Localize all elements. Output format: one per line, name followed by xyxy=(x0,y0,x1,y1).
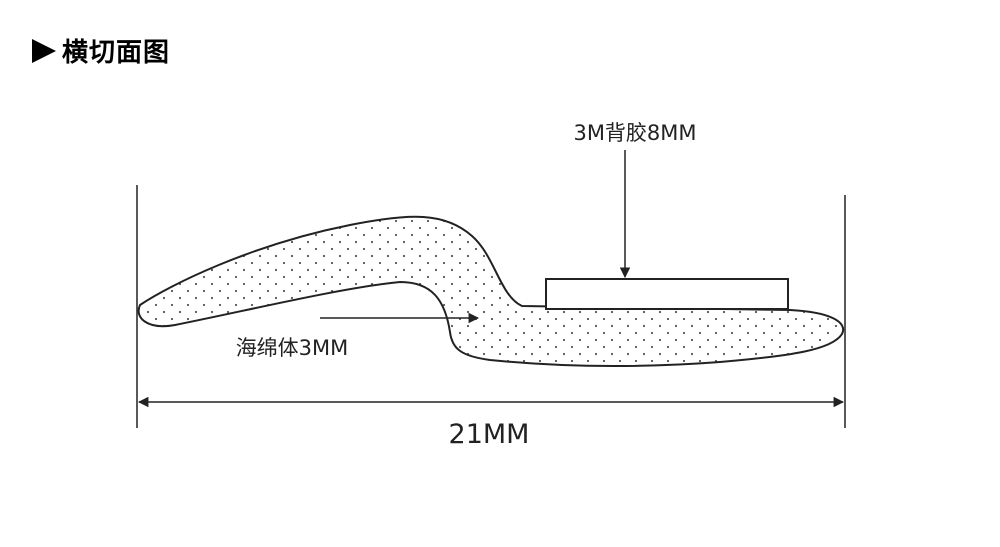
sponge-label: 海绵体3MM xyxy=(236,336,349,360)
adhesive-strip xyxy=(545,278,789,310)
width-label: 21MM xyxy=(449,419,530,450)
page-title: 横切面图 xyxy=(62,38,171,68)
arrow-right-icon xyxy=(32,38,56,63)
title-row: 横切面图 xyxy=(32,32,170,69)
adhesive-label: 3M背胶8MM xyxy=(573,121,696,145)
sponge-profile xyxy=(137,215,845,367)
